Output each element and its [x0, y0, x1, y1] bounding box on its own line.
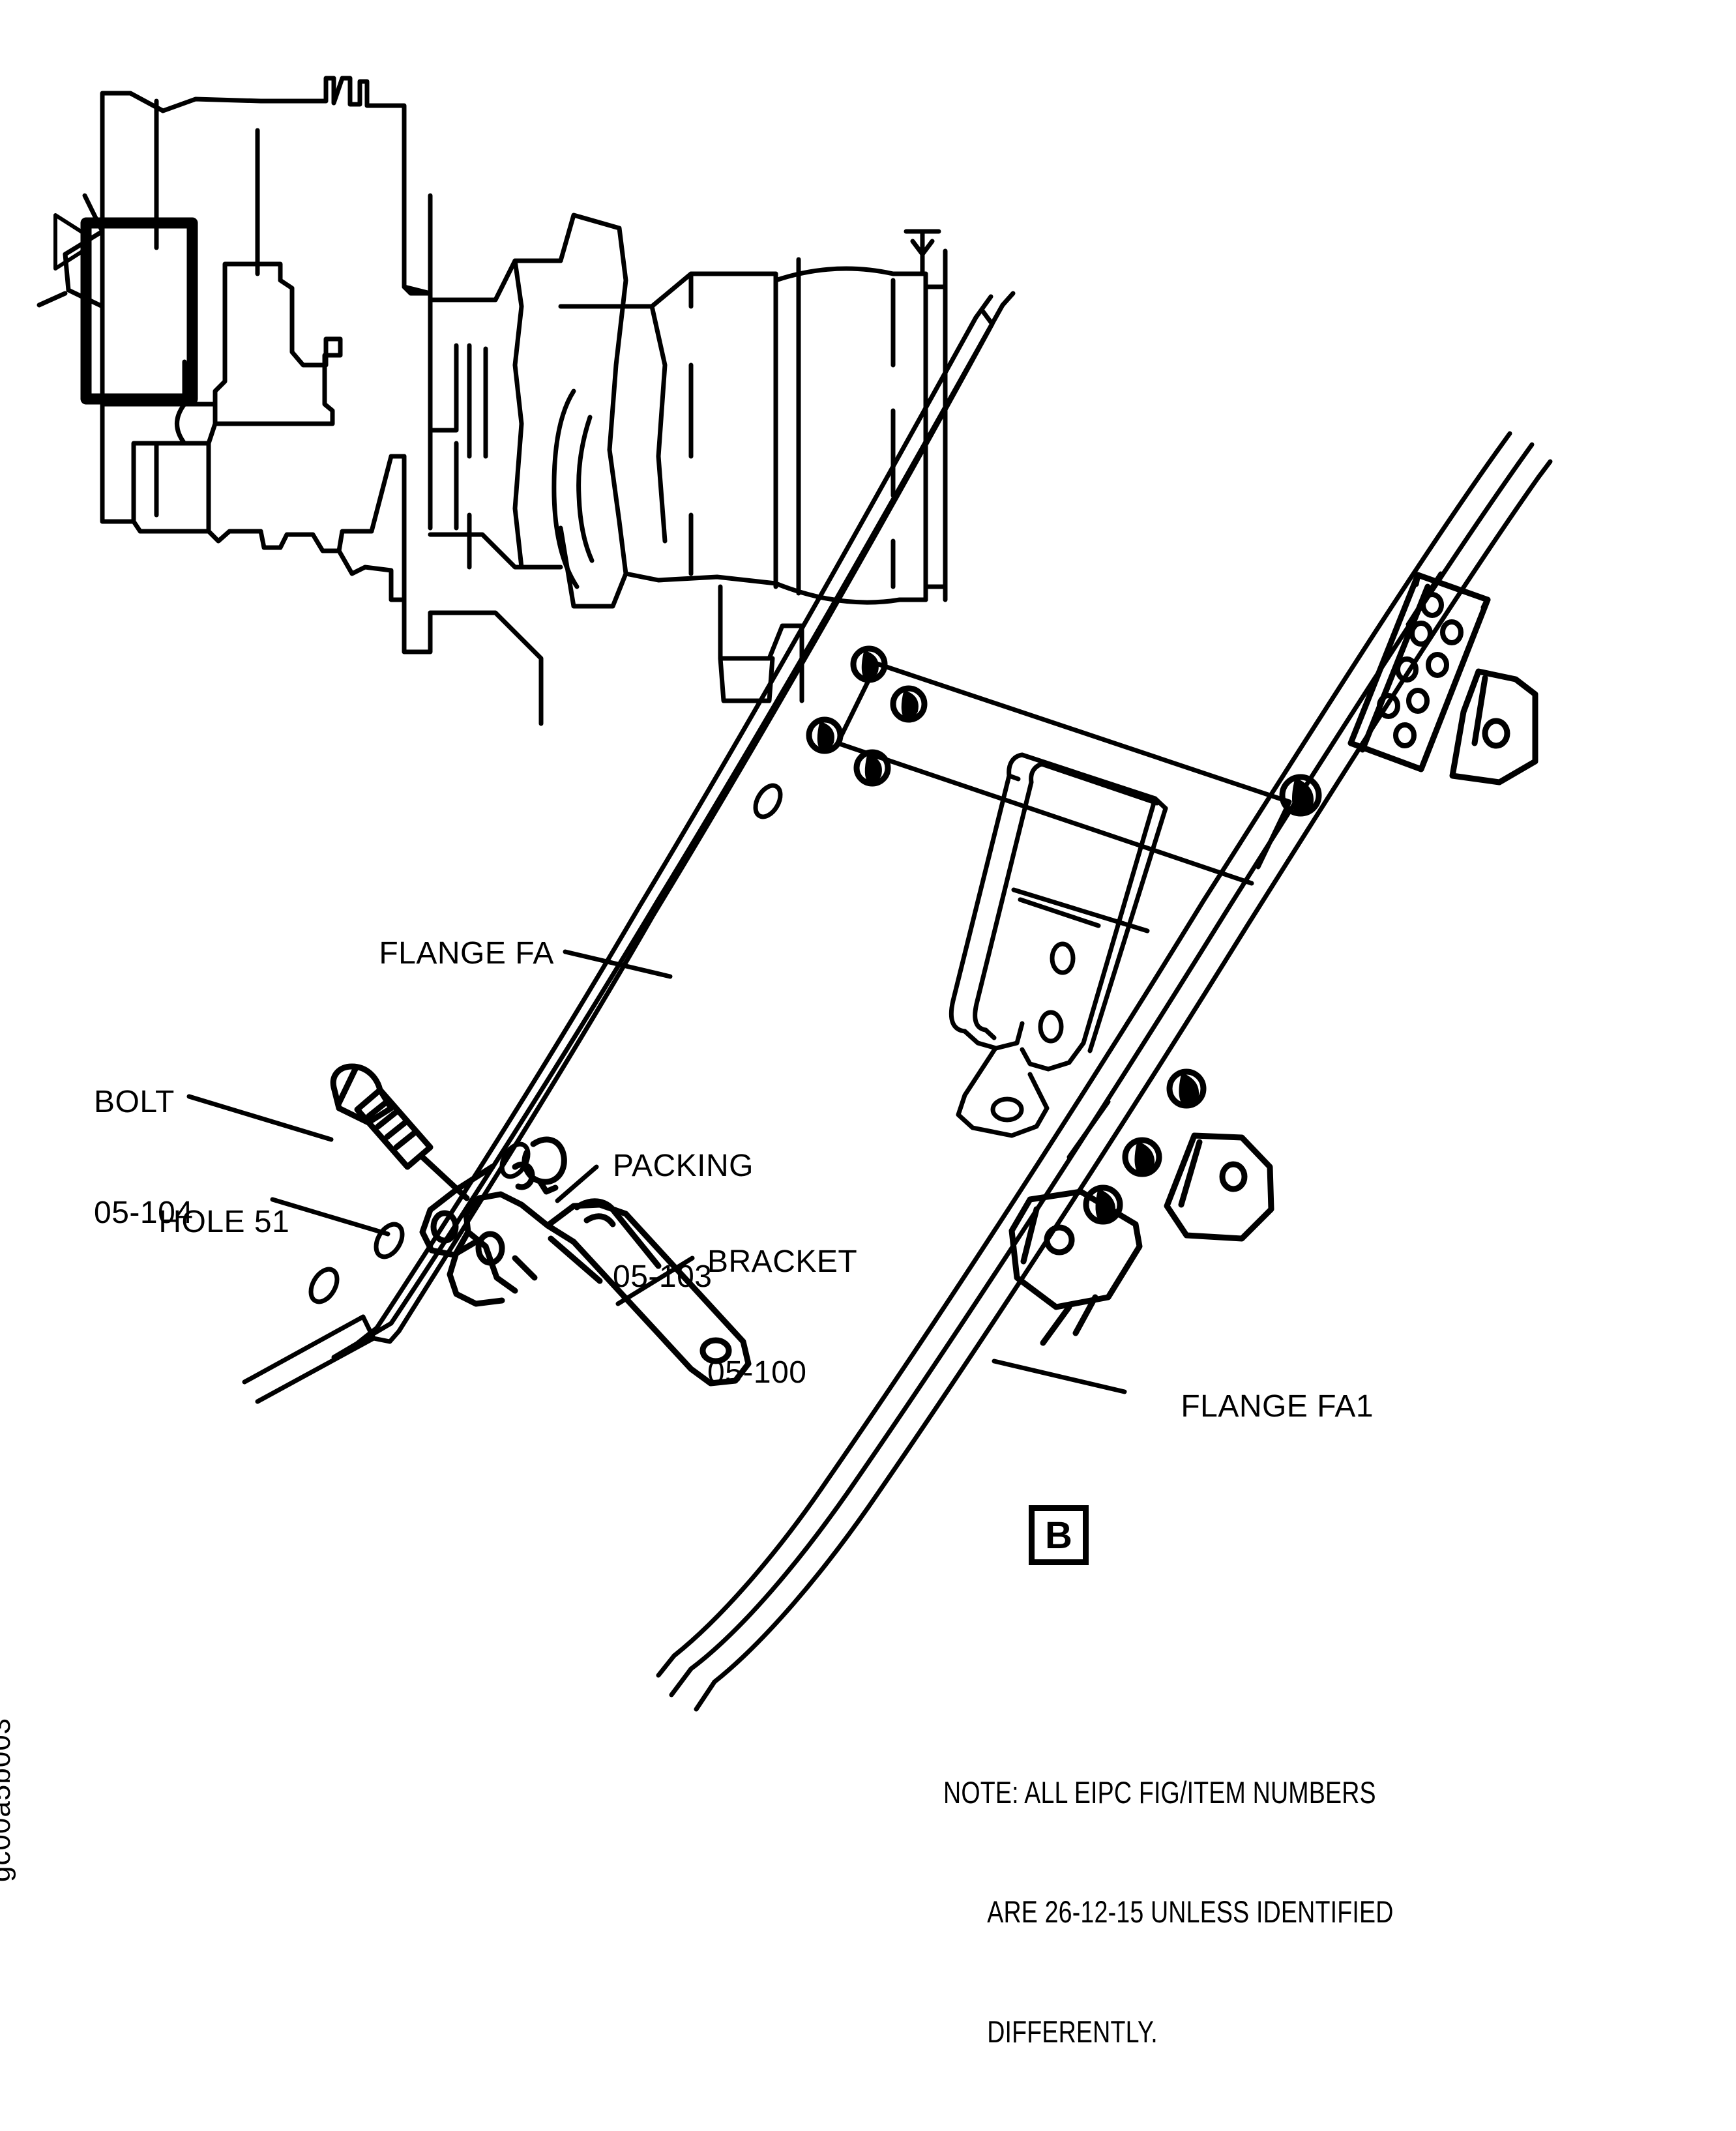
figure-number: gc00a5b003 — [0, 1718, 50, 1917]
leader-lines — [186, 949, 1127, 1394]
callout-packing-label: PACKING — [613, 1149, 754, 1184]
drawing-sheet: FLANGE FA BOLT 05-104 HOLE 51 PACKING 05… — [0, 76, 1553, 2049]
leader-bolt — [186, 1094, 334, 1142]
detail-leader — [53, 213, 88, 271]
callout-flange-fa-label: FLANGE FA — [379, 935, 554, 971]
callout-bracket-item: 05-100 — [707, 1355, 807, 1390]
flange-fa-bosses — [806, 645, 928, 787]
callout-bolt-label: BOLT — [94, 1085, 175, 1120]
bracket-strap — [419, 1164, 495, 1258]
leader-flange-fa1 — [992, 1359, 1127, 1394]
bracket-05-100 — [447, 1191, 752, 1387]
flange-fa-rail — [242, 291, 1016, 1404]
callout-flange-fa1: FLANGE FA1 — [1145, 1351, 1374, 1462]
technical-line-art — [37, 76, 1553, 1712]
note-line-1: NOTE: ALL EIPC FIG/ITEM NUMBERS — [943, 1775, 1376, 1810]
lower-right-angle-bracket — [1164, 1132, 1274, 1242]
zone-marker-b: B — [1029, 1505, 1089, 1565]
callout-packing: PACKING 05-103 — [613, 1074, 754, 1370]
zone-marker-b-letter: B — [1045, 1514, 1072, 1557]
callout-bracket: BRACKET 05-100 — [707, 1170, 857, 1465]
upper-right-angle-bracket — [1449, 668, 1538, 786]
bolt-05-104 — [330, 1063, 470, 1201]
callout-bolt-item: 05-104 — [94, 1196, 194, 1231]
callout-bracket-label: BRACKET — [707, 1244, 858, 1280]
note-block: NOTE: ALL EIPC FIG/ITEM NUMBERS ARE 26-1… — [943, 1693, 1673, 2131]
callout-packing-item: 05-103 — [613, 1259, 713, 1295]
callout-hole-51-label: HOLE 51 — [158, 1204, 290, 1239]
lowest-angle-bracket — [1008, 1188, 1143, 1346]
upper-strut-plate — [835, 661, 1292, 886]
leader-hole-51 — [270, 1197, 390, 1237]
leader-packing — [555, 1164, 599, 1203]
callout-flange-fa1-label: FLANGE FA1 — [1181, 1389, 1374, 1424]
note-line-3: DIFFERENTLY. — [987, 2014, 1158, 2049]
center-box-bracket — [949, 752, 1168, 1138]
flange-fa1-bosses — [1083, 774, 1322, 1225]
callout-hole-51: HOLE 51 — [123, 1167, 289, 1278]
callout-flange-fa: FLANGE FA — [343, 898, 554, 1009]
packing-05-103 — [512, 1136, 567, 1195]
perforated-plate-holes — [1377, 592, 1464, 748]
detail-zone-box — [80, 217, 198, 405]
leader-flange-fa — [563, 949, 673, 979]
note-line-2: ARE 26-12-15 UNLESS IDENTIFIED — [987, 1894, 1394, 1930]
perforated-plate — [1347, 572, 1491, 772]
leader-bracket — [615, 1256, 695, 1306]
figure-number-text: gc00a5b003 — [0, 1717, 16, 1883]
callout-bolt: BOLT 05-104 — [94, 1010, 193, 1306]
